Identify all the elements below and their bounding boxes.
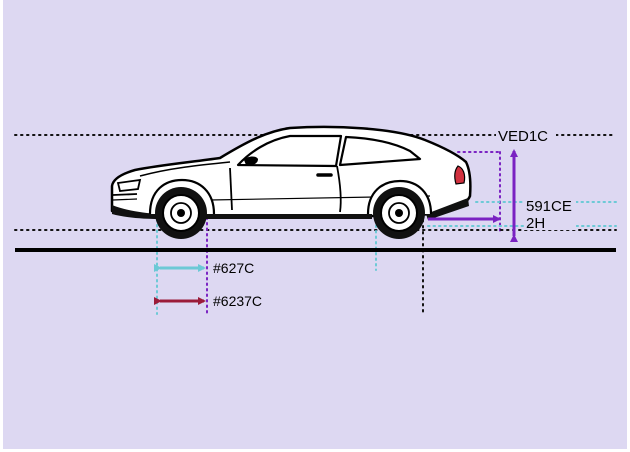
car-side-view-icon bbox=[110, 125, 472, 239]
right-label-backdrop bbox=[524, 192, 576, 230]
ground-clearance-label: 2H bbox=[526, 215, 545, 232]
red-arrow-label: #6237C bbox=[213, 293, 262, 309]
diagram-background bbox=[3, 0, 627, 449]
axle-height-label: 591CE bbox=[526, 198, 572, 215]
rear-wheel-icon bbox=[373, 187, 425, 239]
roof-height-label: VED1C bbox=[498, 128, 548, 145]
roof-label-backdrop bbox=[496, 125, 556, 145]
teal-arrow-label: #627C bbox=[213, 260, 254, 276]
front-wheel-icon bbox=[155, 187, 207, 239]
